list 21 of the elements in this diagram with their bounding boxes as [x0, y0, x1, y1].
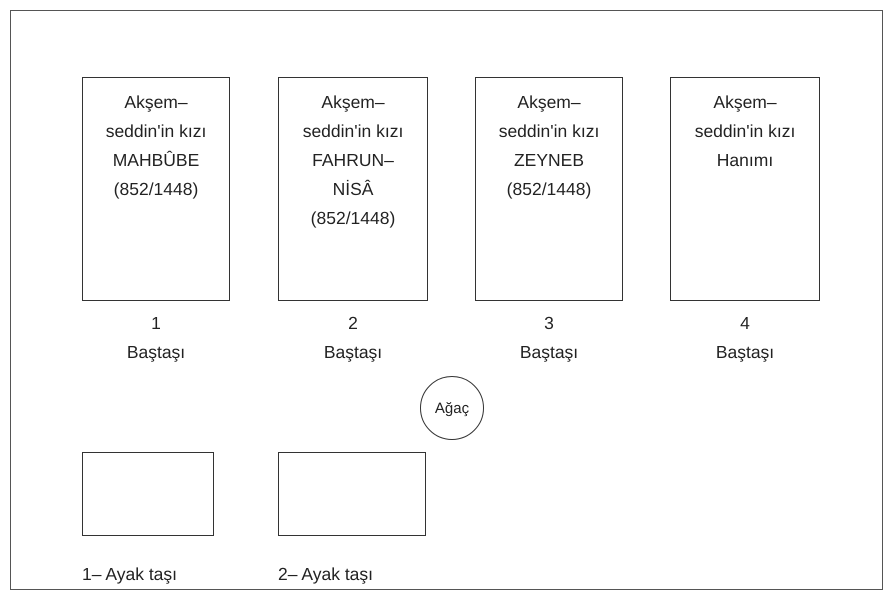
- headstone-box: [278, 77, 428, 301]
- headstone-label: Baştaşı: [126, 341, 186, 364]
- inscription-text: Akşem– seddin'in kızı Hanımı: [694, 91, 796, 172]
- stone-number: 4: [739, 312, 751, 335]
- headstone-label: Baştaşı: [518, 341, 580, 364]
- headstone-label: Baştaşı: [714, 341, 776, 364]
- footstone-label: 2– Ayak taşı: [278, 563, 374, 586]
- stone-number: 3: [543, 312, 555, 335]
- footstone-box: [82, 452, 214, 536]
- headstone-box: [82, 77, 230, 301]
- stone-number: 2: [347, 312, 359, 335]
- inscription-text: Akşem– seddin'in kızı ZEYNEB (852/1448): [498, 91, 600, 201]
- inscription-text: Akşem– seddin'in kızı MAHBÛBE (852/1448): [104, 91, 208, 201]
- stone-number: 1: [150, 312, 162, 335]
- headstone-label: Baştaşı: [322, 341, 384, 364]
- inscription-text: Akşem– seddin'in kızı FAHRUN– NİSÂ (852/1448): [302, 91, 404, 230]
- footstone-label: 1– Ayak taşı: [82, 563, 178, 586]
- tree-label: Ağaç: [434, 398, 470, 418]
- footstone-box: [278, 452, 426, 536]
- headstone-box: [670, 77, 820, 301]
- headstone-box: [475, 77, 623, 301]
